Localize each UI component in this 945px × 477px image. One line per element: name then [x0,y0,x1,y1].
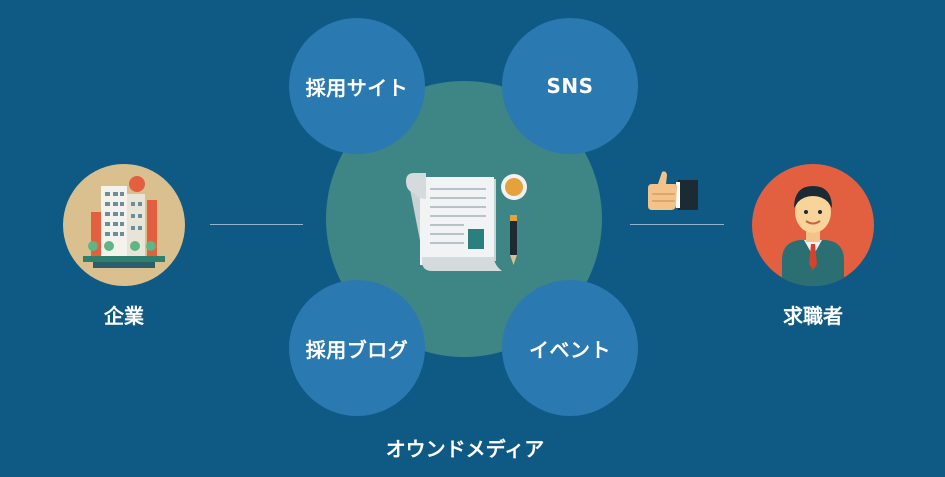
owned-media-caption: オウンドメディア [385,437,545,461]
job-seeker-circle [752,164,874,286]
company-label: 企業 [104,304,144,328]
connector-line-right [630,224,724,225]
thumbs-up-icon [642,170,700,214]
connector-line-left [210,224,303,225]
node-label: イベント [529,337,611,362]
node-recruit-blog: 採用ブログ [289,280,425,416]
node-label: 採用ブログ [305,337,409,362]
job-seeker-label: 求職者 [783,304,843,328]
node-event: イベント [502,280,638,416]
node-label: 採用サイト [305,75,409,100]
company-circle [63,164,185,286]
document-pen-coffee-icon [406,173,527,271]
node-sns: SNS [502,18,638,154]
node-recruit-site: 採用サイト [289,18,425,154]
office-buildings-icon [83,176,165,268]
node-label: SNS [546,74,594,98]
job-seeker-person-icon [782,186,844,286]
